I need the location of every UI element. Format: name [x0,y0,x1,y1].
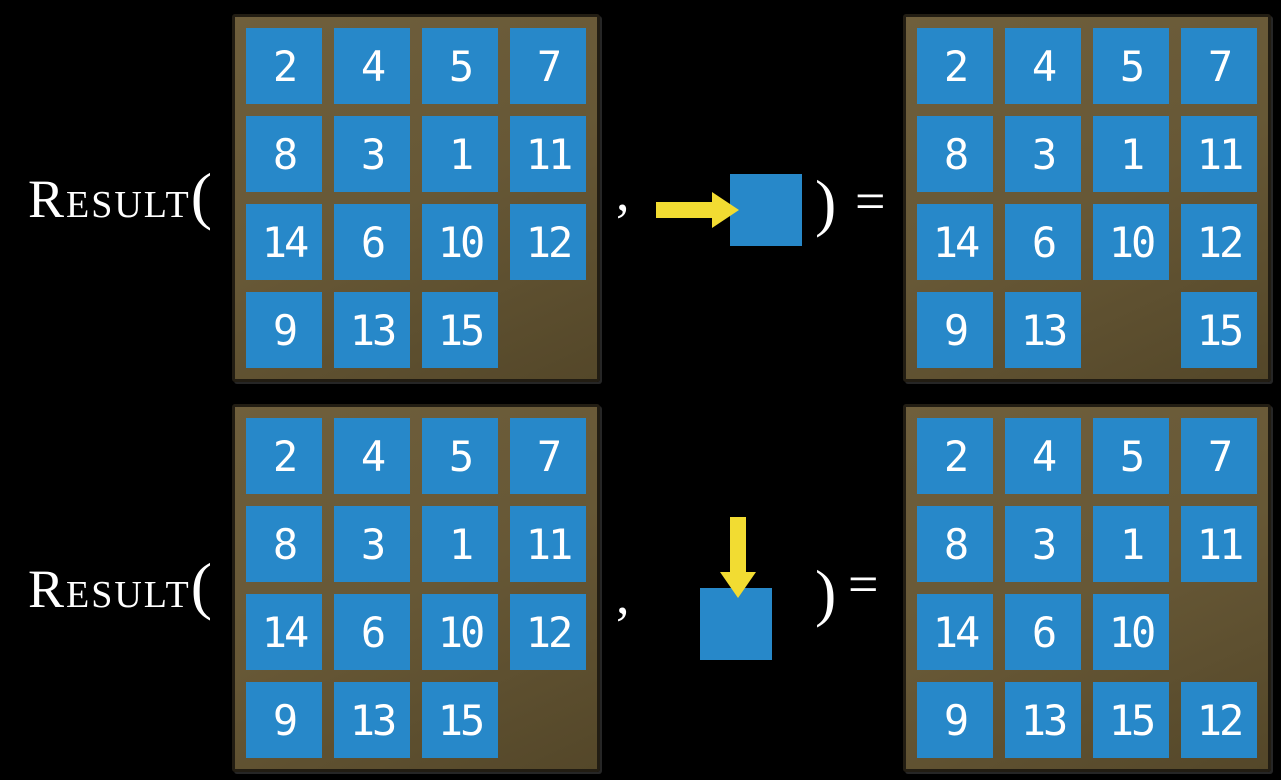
puzzle-tile-15: 15 [1181,292,1257,368]
puzzle-tile-5: 5 [1093,418,1169,494]
puzzle-tile-6: 6 [334,204,410,280]
result-function-name: Result [28,559,191,619]
blank-space [1093,292,1169,368]
puzzle-tile-13: 13 [1005,682,1081,758]
puzzle-tile-14: 14 [917,594,993,670]
puzzle-tile-9: 9 [917,292,993,368]
result-function-name: Result [28,169,191,229]
puzzle-tile-5: 5 [1093,28,1169,104]
puzzle-tile-8: 8 [917,506,993,582]
puzzle-tile-2: 2 [917,28,993,104]
puzzle-tile-7: 7 [510,418,586,494]
puzzle-tile-11: 11 [510,506,586,582]
equals-sign: = [855,171,886,231]
puzzle-tile-10: 10 [422,594,498,670]
puzzle-tile-10: 10 [1093,204,1169,280]
puzzle-tile-10: 10 [422,204,498,280]
puzzle-tile-15: 15 [422,682,498,758]
puzzle-tile-12: 12 [1181,682,1257,758]
puzzle-tile-14: 14 [917,204,993,280]
puzzle-tile-13: 13 [1005,292,1081,368]
blank-tile-argument-1 [730,174,802,246]
puzzle-tile-2: 2 [917,418,993,494]
open-paren: ( [190,550,213,621]
close-paren: ) [815,557,837,628]
puzzle-tile-3: 3 [1005,116,1081,192]
puzzle-tile-9: 9 [246,292,322,368]
function-label-2: Result( [28,554,212,618]
puzzle-tile-5: 5 [422,28,498,104]
puzzle-tile-3: 3 [1005,506,1081,582]
blank-space [1181,594,1257,670]
puzzle-tile-1: 1 [422,116,498,192]
arrow-down-shape [720,517,756,598]
puzzle-tile-11: 11 [1181,116,1257,192]
puzzle-tile-12: 12 [1181,204,1257,280]
puzzle-tile-7: 7 [510,28,586,104]
puzzle-tile-8: 8 [246,116,322,192]
arrow-right-icon [656,192,739,228]
puzzle-tile-12: 12 [510,594,586,670]
blank-space [510,292,586,368]
puzzle-tile-10: 10 [1093,594,1169,670]
open-paren: ( [190,160,213,231]
arrow-down-icon [720,517,756,598]
puzzle-tile-2: 2 [246,28,322,104]
puzzle-tile-1: 1 [1093,506,1169,582]
puzzle-tile-1: 1 [422,506,498,582]
function-label-1: Result( [28,164,212,228]
puzzle-tile-11: 11 [510,116,586,192]
puzzle-tile-9: 9 [246,682,322,758]
puzzle-tile-9: 9 [917,682,993,758]
puzzle-tile-6: 6 [1005,204,1081,280]
puzzle-tile-15: 15 [1093,682,1169,758]
puzzle-tile-7: 7 [1181,418,1257,494]
blank-tile-argument-2 [700,588,772,660]
puzzle-tile-8: 8 [917,116,993,192]
puzzle-tile-15: 15 [422,292,498,368]
comma-separator: , [616,162,630,222]
puzzle-tile-14: 14 [246,594,322,670]
puzzle-tile-4: 4 [334,418,410,494]
puzzle-tile-1: 1 [1093,116,1169,192]
arrow-right-shape [656,192,739,228]
puzzle-tile-4: 4 [334,28,410,104]
puzzle-tile-4: 4 [1005,418,1081,494]
puzzle-tile-11: 11 [1181,506,1257,582]
puzzle-tile-6: 6 [334,594,410,670]
equals-sign: = [848,554,879,614]
puzzle-tile-3: 3 [334,506,410,582]
puzzle-tile-5: 5 [422,418,498,494]
blank-space [510,682,586,758]
puzzle-tile-8: 8 [246,506,322,582]
puzzle-tile-4: 4 [1005,28,1081,104]
puzzle-tile-6: 6 [1005,594,1081,670]
puzzle-tile-2: 2 [246,418,322,494]
puzzle-tile-13: 13 [334,682,410,758]
comma-separator: , [616,565,630,625]
puzzle-tile-12: 12 [510,204,586,280]
puzzle-tile-3: 3 [334,116,410,192]
puzzle-tile-13: 13 [334,292,410,368]
puzzle-tile-14: 14 [246,204,322,280]
puzzle-tile-7: 7 [1181,28,1257,104]
close-paren: ) [815,167,837,238]
